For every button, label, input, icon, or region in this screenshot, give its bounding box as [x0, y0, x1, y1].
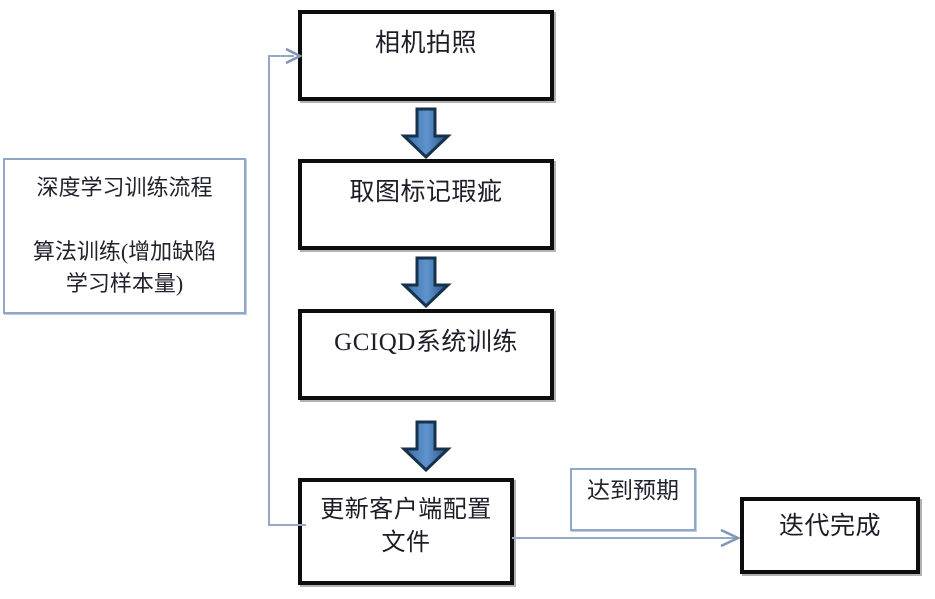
process-box-update-client-config[interactable]: 更新客户端配置 文件: [298, 478, 514, 585]
block-arrow-down-3: [400, 420, 452, 472]
process-box-gciqd-training[interactable]: GCIQD系统训练: [298, 309, 554, 400]
connector-feedback-loop: [260, 40, 308, 540]
process-box-camera-capture[interactable]: 相机拍照: [298, 10, 554, 101]
note-box-meets-expectation-label: 达到预期: [587, 478, 679, 503]
process-box-iteration-complete[interactable]: 迭代完成: [740, 497, 920, 574]
process-box-update-client-config-label: 更新客户端配置 文件: [320, 497, 492, 556]
process-box-mark-defects-label: 取图标记瑕疵: [349, 179, 503, 206]
process-box-camera-capture-label: 相机拍照: [374, 30, 477, 57]
process-box-iteration-complete-label: 迭代完成: [778, 513, 881, 540]
block-arrow-down-1: [400, 107, 452, 159]
note-box-deep-learning-process: 深度学习训练流程 算法训练(增加缺陷 学习样本量): [3, 158, 246, 314]
note-box-meets-expectation: 达到预期: [570, 468, 696, 531]
connector-to-iteration-complete: [512, 524, 742, 554]
process-box-gciqd-training-label: GCIQD系统训练: [334, 329, 518, 356]
block-arrow-down-2: [400, 256, 452, 308]
note-box-deep-learning-process-label: 深度学习训练流程 算法训练(增加缺陷 学习样本量): [32, 175, 217, 296]
process-box-mark-defects[interactable]: 取图标记瑕疵: [298, 159, 554, 250]
